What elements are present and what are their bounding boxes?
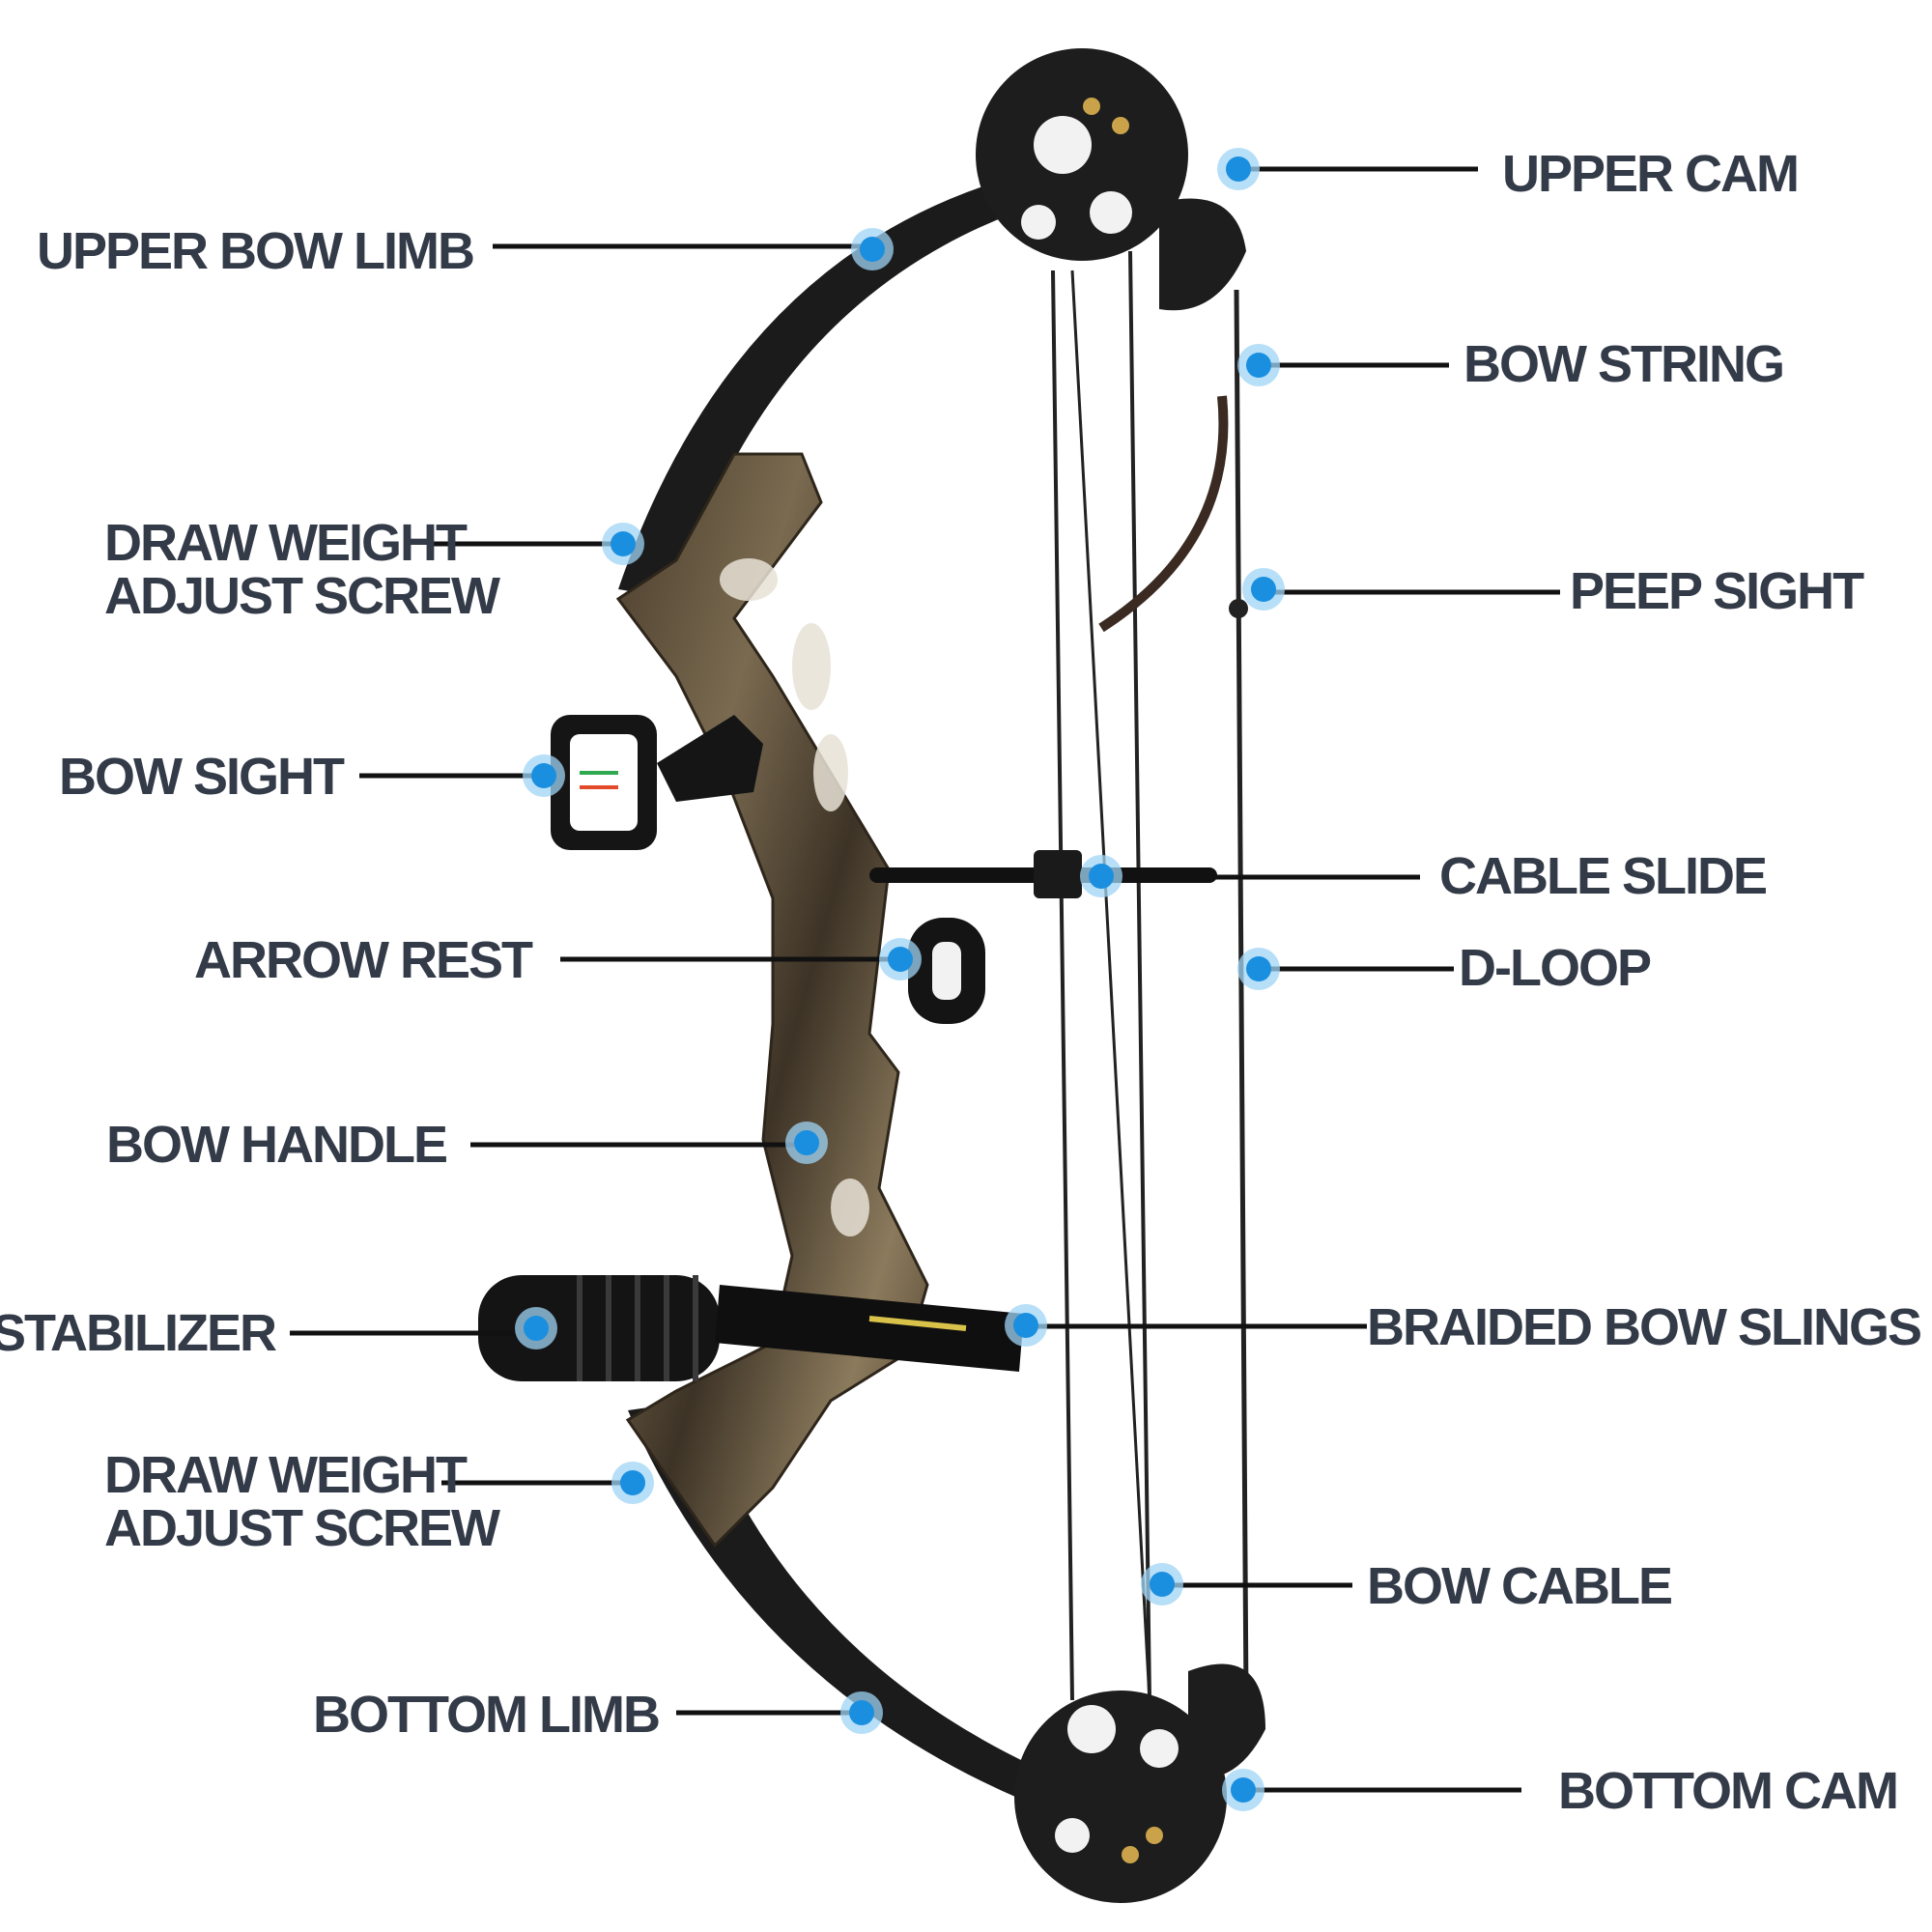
- bow-illustration: [478, 48, 1265, 1903]
- label-braided-bow-slings: BRAIDED BOW SLINGS: [1367, 1298, 1920, 1356]
- marker-bow-handle: [785, 1122, 828, 1164]
- leader-lines: [290, 166, 1560, 1793]
- label-peep-sight: PEEP SIGHT: [1570, 562, 1864, 620]
- marker-braided-bow-slings: [1005, 1304, 1047, 1347]
- label-draw-weight-top-line1: DRAW WEIGHT: [104, 514, 468, 572]
- upper-cam-shape: [976, 48, 1246, 311]
- label-bottom-cam: BOTTOM CAM: [1558, 1762, 1897, 1820]
- label-draw-weight-bottom-line1: DRAW WEIGHT: [104, 1446, 468, 1504]
- label-draw-weight-top-line2: ADJUST SCREW: [104, 567, 500, 625]
- label-stabilizer: STABILIZER: [0, 1304, 276, 1362]
- marker-upper-bow-limb: [851, 228, 894, 270]
- marker-bow-string: [1237, 344, 1280, 386]
- label-bow-sight: BOW SIGHT: [59, 748, 345, 806]
- label-upper-bow-limb: UPPER BOW LIMB: [37, 222, 473, 280]
- upper-limb-shape: [618, 174, 1043, 599]
- marker-bottom-limb: [840, 1691, 883, 1734]
- marker-d-loop: [1237, 948, 1280, 990]
- label-cable-slide: CABLE SLIDE: [1439, 847, 1766, 905]
- label-d-loop: D-LOOP: [1459, 939, 1651, 997]
- label-bottom-limb: BOTTOM LIMB: [313, 1686, 659, 1744]
- marker-peep-sight: [1242, 568, 1285, 611]
- marker-draw-weight-top: [602, 523, 644, 565]
- marker-bow-cable: [1141, 1563, 1183, 1605]
- label-arrow-rest: ARROW REST: [194, 931, 533, 989]
- marker-draw-weight-bottom: [611, 1462, 654, 1504]
- bow-strings: [1051, 250, 1249, 1701]
- label-bow-handle: BOW HANDLE: [106, 1116, 446, 1174]
- marker-stabilizer: [515, 1307, 557, 1350]
- marker-bow-sight: [523, 754, 565, 797]
- peep-sight-shape: [1098, 395, 1229, 633]
- riser-shape: [615, 452, 929, 1548]
- stabilizer-shape: [478, 1275, 720, 1381]
- arrow-rest-shape: [908, 918, 985, 1024]
- sling-shape: [715, 1285, 1024, 1372]
- label-upper-cam: UPPER CAM: [1502, 145, 1798, 203]
- marker-upper-cam: [1217, 148, 1260, 190]
- marker-bottom-cam: [1222, 1769, 1264, 1811]
- label-bow-cable: BOW CABLE: [1367, 1557, 1671, 1615]
- label-draw-weight-bottom-line2: ADJUST SCREW: [104, 1499, 500, 1557]
- bottom-cam-shape: [1014, 1663, 1265, 1903]
- bow-sight-shape: [551, 715, 763, 850]
- marker-cable-slide: [1080, 855, 1122, 897]
- marker-arrow-rest: [879, 938, 922, 980]
- label-bow-string: BOW STRING: [1463, 335, 1783, 393]
